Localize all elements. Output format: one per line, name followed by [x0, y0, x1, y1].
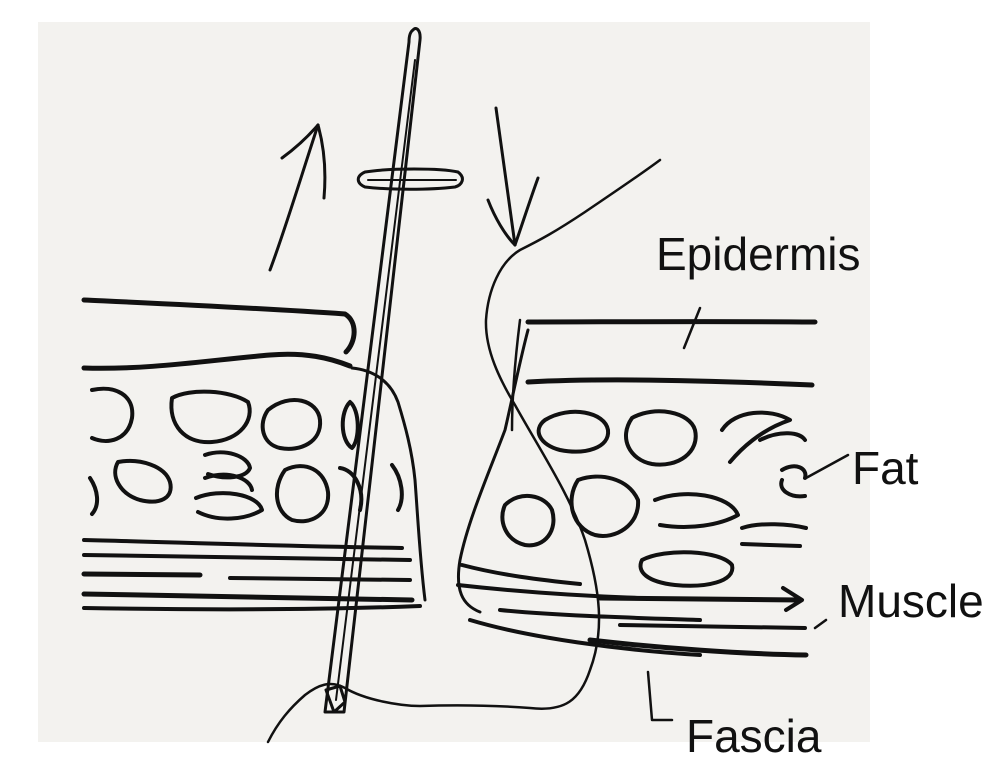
label-muscle: Muscle: [838, 575, 984, 627]
label-fascia: Fascia: [686, 710, 822, 762]
label-epidermis: Epidermis: [656, 228, 861, 280]
label-fat: Fat: [852, 442, 919, 494]
